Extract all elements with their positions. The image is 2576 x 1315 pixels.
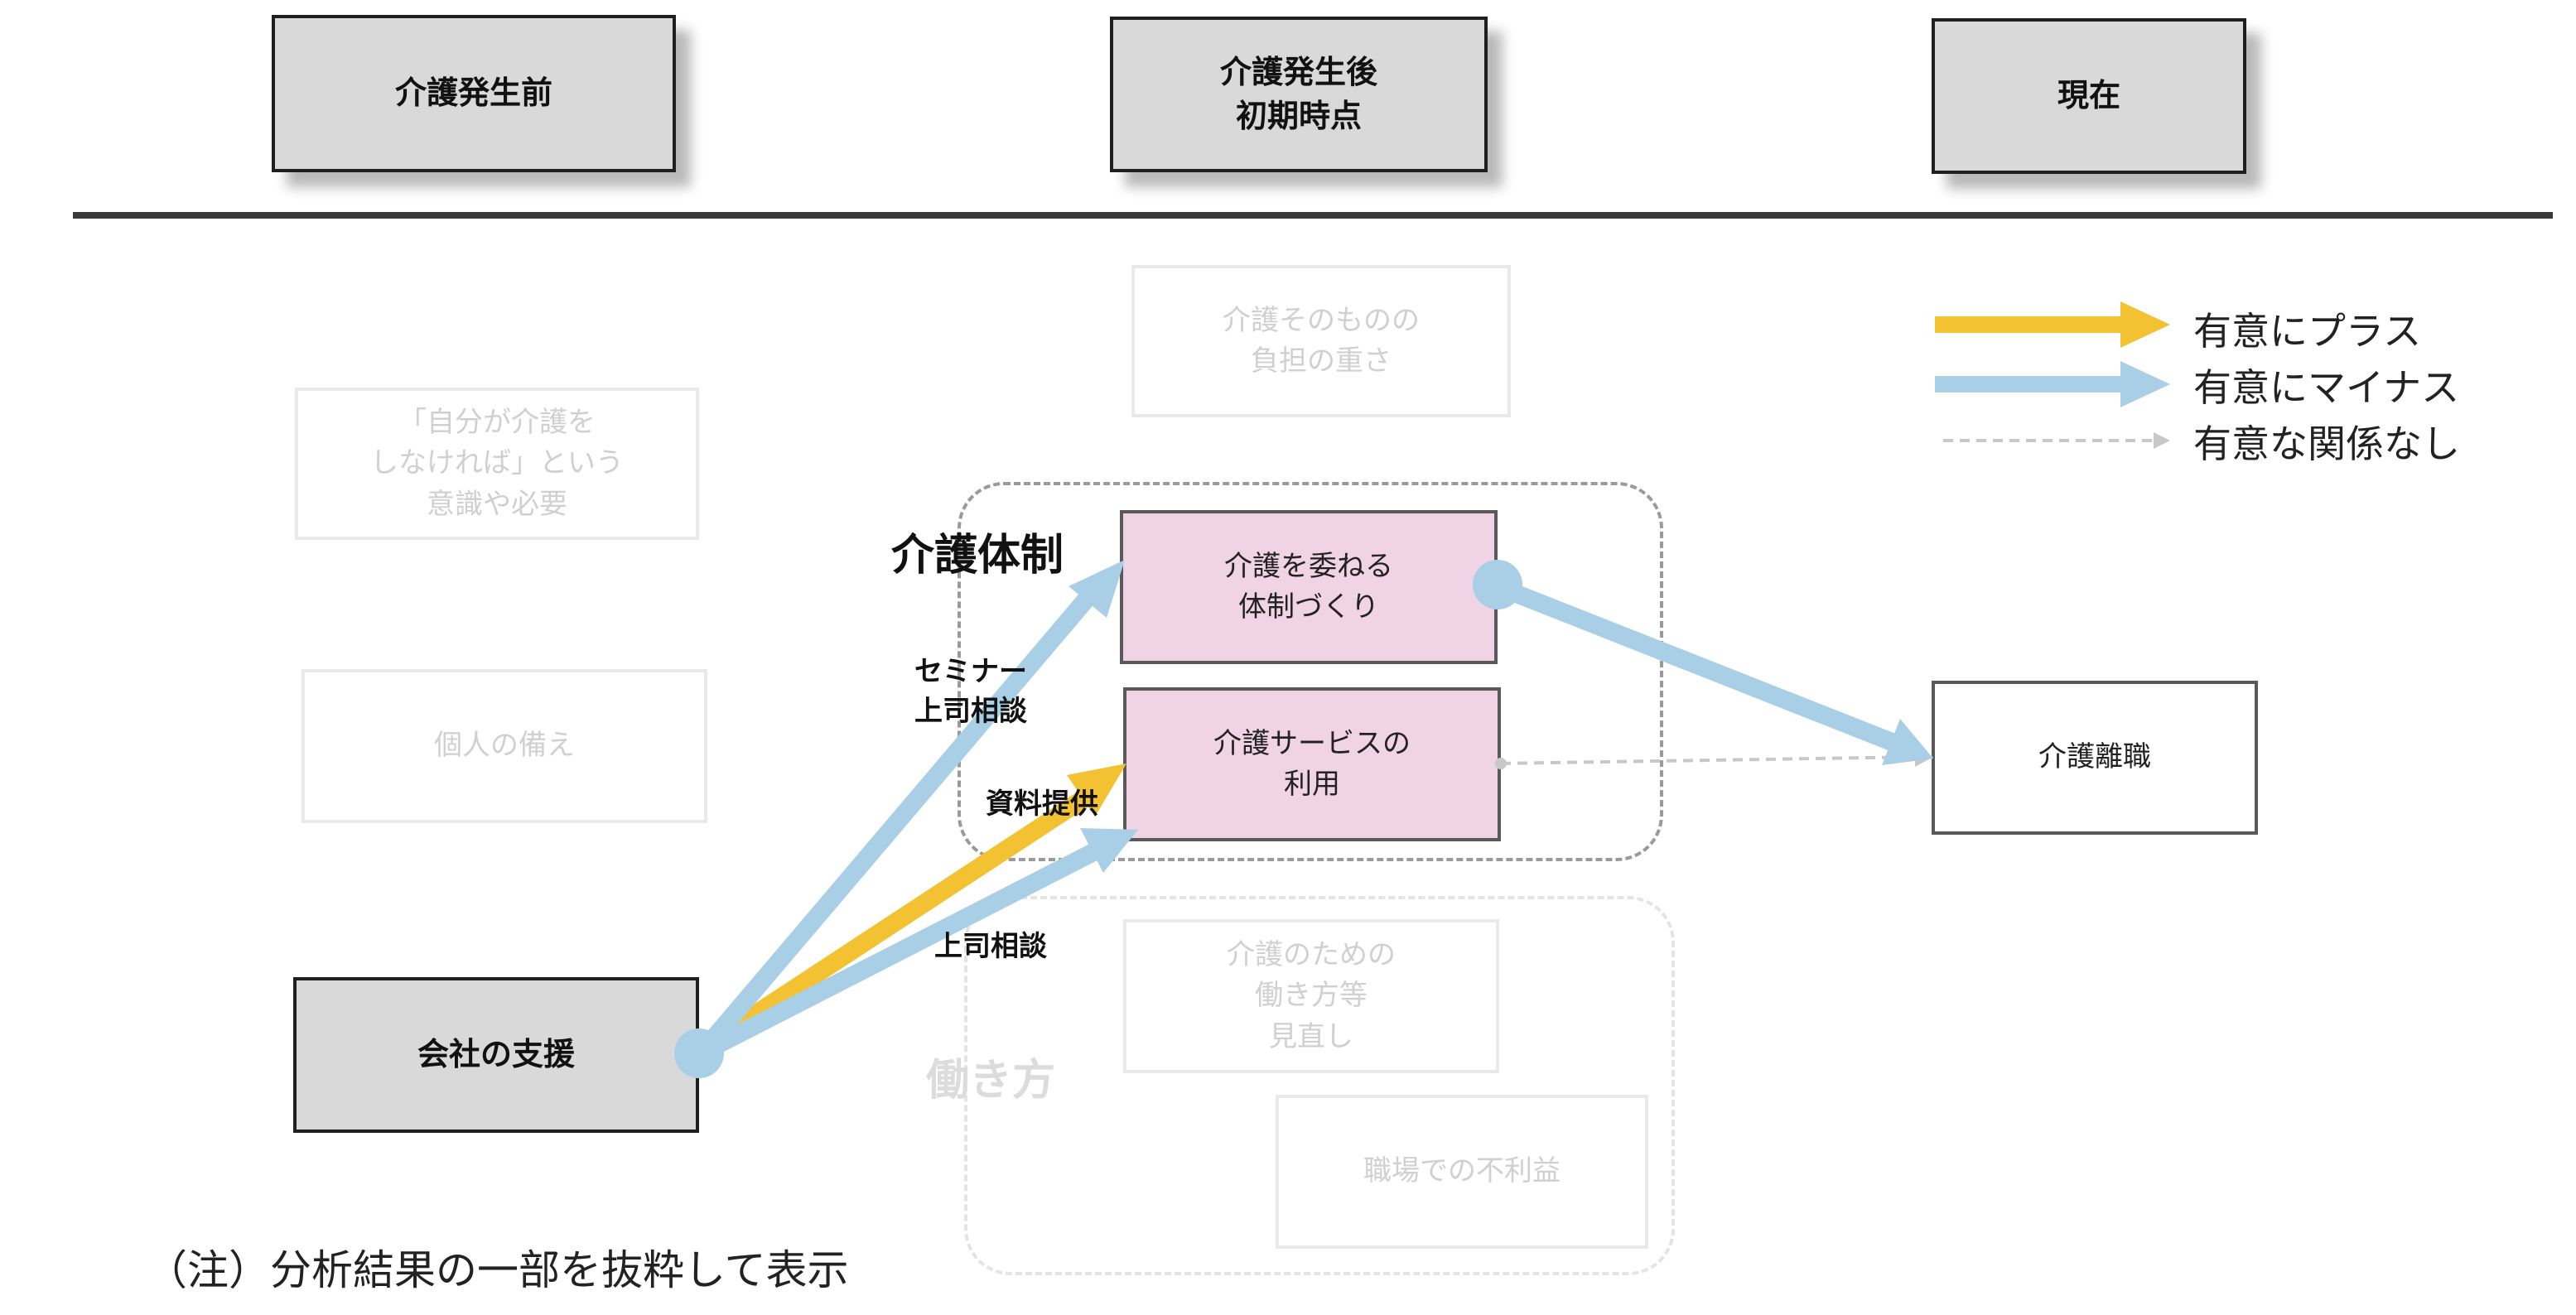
- phase-current: 現在: [1932, 18, 2246, 174]
- arrow-support-to-service-minus-head: [1080, 828, 1138, 873]
- group-work-style: [964, 896, 1675, 1275]
- edge-label-seminar: セミナー 上司相談: [914, 655, 1027, 728]
- legend-minus-head: [2120, 361, 2170, 407]
- arrow-setup-to-leave-head: [1882, 719, 1933, 765]
- node-work-review: 介護のための 働き方等 見直し: [1123, 919, 1499, 1073]
- arrow-support-to-setup: [693, 586, 1099, 1060]
- node-company-support: 会社の支援: [293, 977, 699, 1133]
- legend-none: 有意な関係なし: [2193, 421, 2460, 466]
- legend-none-head: [2154, 432, 2170, 449]
- node-burden: 介護そのものの 負担の重さ: [1131, 265, 1511, 417]
- arrow-service-to-leave: [1500, 755, 1921, 765]
- node-workplace-disadvantage: 職場での不利益: [1276, 1095, 1648, 1249]
- arrow-support-to-setup-head: [1069, 560, 1125, 618]
- footnote: （注）分析結果の一部を抜粋して表示: [146, 1246, 849, 1294]
- arrow-setup-origin: [1473, 560, 1522, 609]
- arrow-support-to-service-plus-head: [1067, 763, 1126, 816]
- arrow-support-to-service-plus: [695, 785, 1097, 1058]
- phase-before: 介護発生前: [272, 15, 676, 172]
- phase-after-initial: 介護発生後 初期時点: [1110, 17, 1488, 172]
- arrow-support-origin: [674, 1028, 724, 1078]
- arrow-support-to-service-minus: [696, 840, 1107, 1062]
- legend-plus-head: [2120, 301, 2170, 348]
- group-label-care-system: 介護体制: [891, 531, 1064, 580]
- edge-label-boss: 上司相談: [934, 930, 1047, 963]
- group-label-work-style: 働き方: [926, 1056, 1056, 1105]
- legend-plus: 有意にプラス: [2193, 309, 2422, 354]
- node-care-service: 介護サービスの 利用: [1123, 687, 1501, 841]
- node-awareness: 「自分が介護を しなければ」という 意識や必要: [295, 388, 699, 540]
- timeline-divider: [73, 212, 2553, 219]
- arrow-service-to-leave-start: [1495, 758, 1507, 769]
- legend-minus: 有意にマイナス: [2193, 365, 2460, 410]
- node-care-leave: 介護離職: [1932, 681, 2258, 835]
- node-personal-prep: 個人の備え: [301, 669, 707, 823]
- group-care-system: [958, 482, 1663, 861]
- edge-label-materials: 資料提供: [986, 788, 1098, 821]
- node-care-setup: 介護を委ねる 体制づくり: [1120, 510, 1498, 664]
- arrow-setup-to-leave: [1493, 577, 1896, 751]
